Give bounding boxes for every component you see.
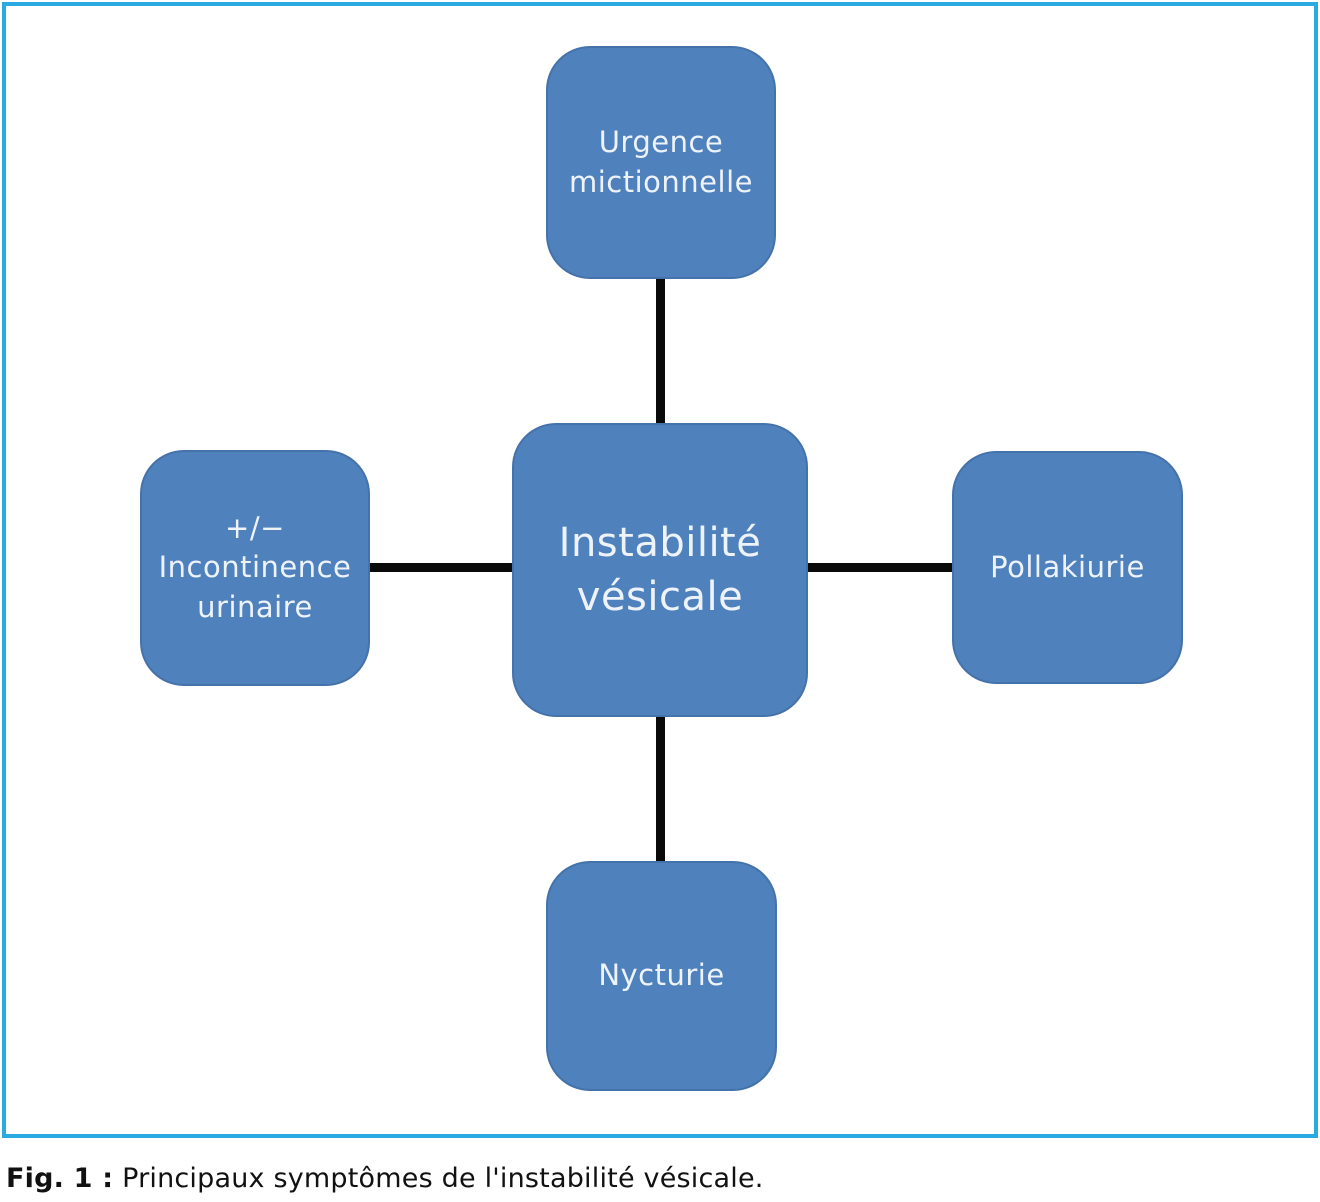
connector-center-to-right (804, 563, 956, 572)
node-label: Urgence mictionnelle (569, 125, 753, 199)
node-label: Pollakiurie (990, 549, 1145, 584)
figure-caption-number: Fig. 1 : (6, 1163, 114, 1194)
node-urgence-mictionnelle: Urgence mictionnelle (546, 46, 776, 279)
connector-center-to-left (364, 563, 516, 572)
node-label: +/− Incontinence urinaire (158, 511, 352, 624)
node-pollakiurie: Pollakiurie (952, 451, 1183, 684)
node-nycturie: Nycturie (546, 861, 777, 1091)
connector-center-to-bottom (656, 712, 665, 866)
node-incontinence-urinaire: +/− Incontinence urinaire (140, 450, 370, 686)
figure-caption: Fig. 1 : Principaux symptômes de l'insta… (6, 1163, 764, 1194)
node-label: Nycturie (598, 958, 725, 993)
connector-center-to-top (656, 274, 665, 428)
node-instabilite-vesicale: Instabilité vésicale (512, 423, 808, 717)
figure-caption-text: Principaux symptômes de l'instabilité vé… (113, 1163, 764, 1194)
node-label: Instabilité vésicale (558, 520, 762, 620)
